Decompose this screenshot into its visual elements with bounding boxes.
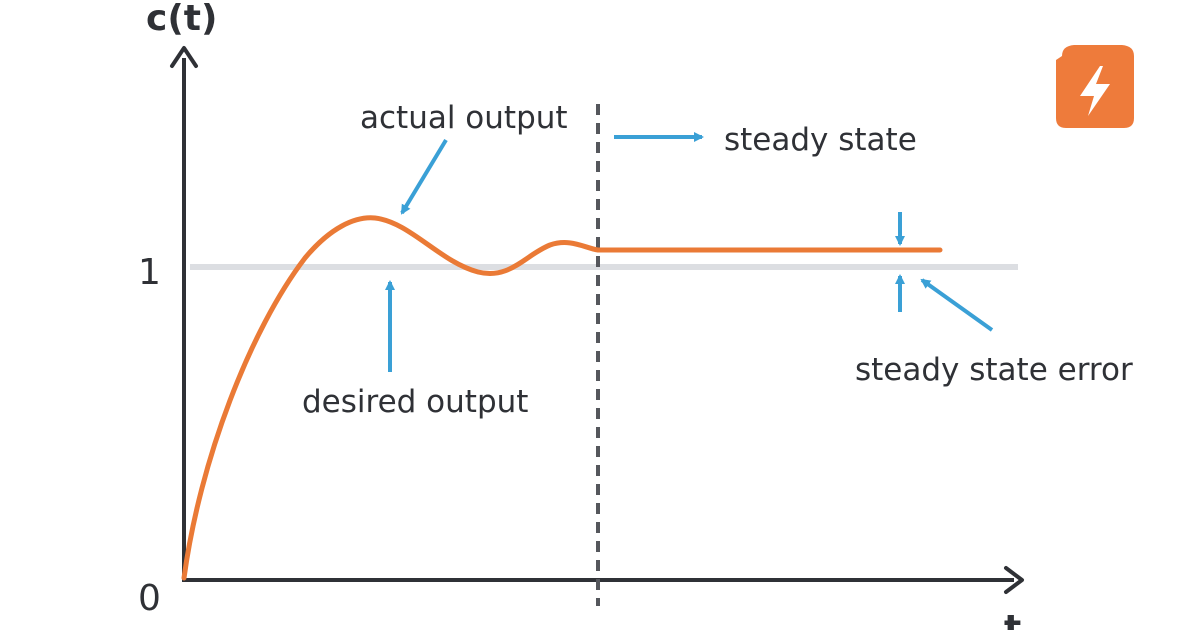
y-axis-arrowhead bbox=[170, 46, 198, 68]
steady-state-error-arrow bbox=[920, 278, 994, 332]
tick-label-one: 1 bbox=[138, 252, 161, 293]
desired-output-label: desired output bbox=[302, 384, 528, 420]
lightning-bolt-icon bbox=[1056, 45, 1134, 128]
steady-state-label: steady state bbox=[724, 122, 917, 158]
x-axis-label: t bbox=[1004, 608, 1021, 630]
actual-output-curve bbox=[181, 215, 943, 581]
y-axis-label: c(t) bbox=[146, 0, 217, 39]
steady-state-error-label: steady state error bbox=[855, 352, 1133, 388]
x-axis-arrowhead bbox=[1004, 566, 1024, 594]
tick-label-zero: 0 bbox=[138, 578, 161, 619]
actual-output-label: actual output bbox=[360, 100, 568, 136]
actual-output-arrow bbox=[400, 138, 448, 215]
